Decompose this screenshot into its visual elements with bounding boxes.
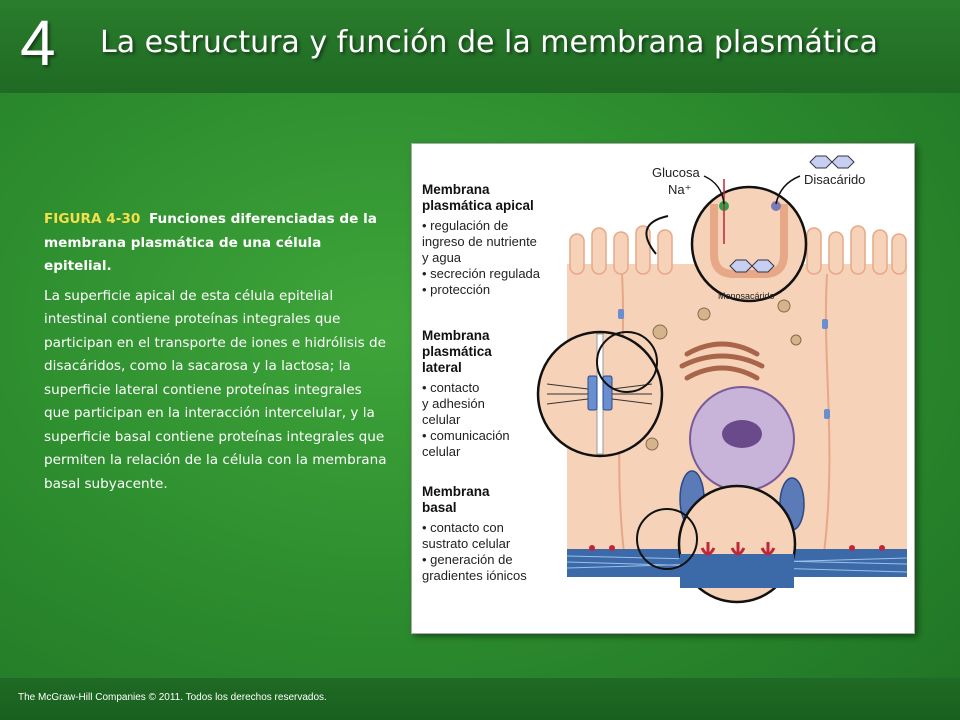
disaccharide-icon xyxy=(809,155,855,169)
basal-receptors xyxy=(589,545,885,551)
microvilli xyxy=(569,225,907,275)
basal-heading-2: basal xyxy=(422,500,457,515)
label-disacarido: Disacárido xyxy=(804,172,865,187)
basal-link-circle xyxy=(636,508,698,570)
figure-title: Funciones diferenciadas de la membrana p… xyxy=(44,211,377,274)
label-monosacarido: Monosacárido xyxy=(718,291,775,301)
basal-zoom-lamina xyxy=(680,554,794,588)
disaccharidase xyxy=(771,201,781,211)
junction-complex xyxy=(587,375,613,411)
lateral-item-0: • contacto xyxy=(422,380,479,395)
apical-zoom xyxy=(690,185,808,303)
figure-caption: FIGURA 4-30 Funciones diferenciadas de l… xyxy=(44,208,388,496)
apical-item-1: ingreso de nutriente xyxy=(422,234,537,249)
filaments xyxy=(546,383,653,405)
apical-item-0: • regulación de xyxy=(422,218,508,233)
basal-zoom-receptors xyxy=(700,542,776,556)
caption-body: La superficie apical de esta célula epit… xyxy=(44,287,387,492)
slide-title: La estructura y función de la membrana p… xyxy=(100,25,878,60)
chapter-number: 4 xyxy=(20,7,56,79)
glucose-arrow xyxy=(703,175,725,205)
disaccharide-arrow xyxy=(775,175,801,205)
basal-heading-1: Membrana xyxy=(422,484,490,499)
disaccharide-zoom xyxy=(729,259,775,273)
lateral-item-2: celular xyxy=(422,412,461,427)
footer-bar xyxy=(0,678,960,720)
lateral-heading-1: Membrana xyxy=(422,328,490,343)
apical-link-arc xyxy=(645,215,669,255)
basal-item-2: • generación de xyxy=(422,552,513,567)
lateral-item-3: • comunicación xyxy=(422,428,510,443)
vesicles xyxy=(645,299,802,451)
header-bar xyxy=(0,0,960,93)
apical-heading-1: Membrana xyxy=(422,182,490,197)
label-na: Na⁺ xyxy=(668,182,691,197)
label-glucosa: Glucosa xyxy=(652,165,700,180)
basal-item-0: • contacto con xyxy=(422,520,504,535)
apical-item-4: • protección xyxy=(422,282,490,297)
figure-illustration: Monosacárido Glucosa Na⁺ Disacárido xyxy=(422,155,908,604)
apical-heading-2: plasmática apical xyxy=(422,198,534,213)
copyright-notice: The McGraw-Hill Companies © 2011. Todos … xyxy=(18,692,327,703)
lateral-item-4: celular xyxy=(422,444,461,459)
lateral-heading-2: plasmática xyxy=(422,344,492,359)
figure-id: FIGURA 4-30 xyxy=(44,211,141,227)
lateral-heading-3: lateral xyxy=(422,360,462,375)
basal-item-1: sustrato celular xyxy=(422,536,511,551)
apical-item-2: y agua xyxy=(422,250,462,265)
nucleolus xyxy=(722,420,762,448)
apical-microvillus xyxy=(710,204,788,278)
basal-item-3: gradientes iónicos xyxy=(422,568,527,583)
golgi-apparatus xyxy=(679,341,765,381)
lateral-link-circle xyxy=(596,331,658,393)
lateral-item-1: y adhesión xyxy=(422,396,485,411)
apical-item-3: • secreción regulada xyxy=(422,266,541,281)
epithelial-cell-figure: Monosacárido Glucosa Na⁺ Disacárido xyxy=(411,143,915,634)
